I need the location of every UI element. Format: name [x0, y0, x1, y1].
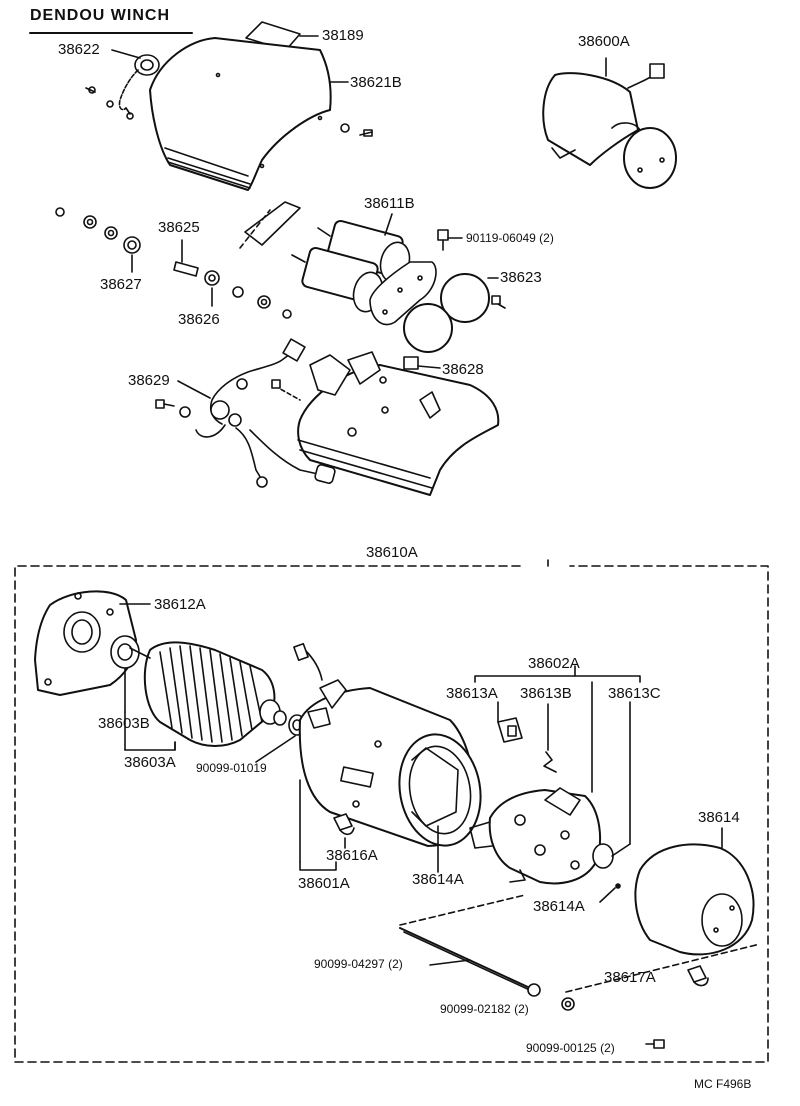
part-38603A-armature: [124, 641, 287, 751]
leader-38614A-2: [599, 887, 616, 903]
label-38613C: 38613C: [608, 685, 661, 702]
part-38600A-motor: [542, 57, 677, 189]
part-38614A-pin: [615, 883, 621, 889]
label-38614A: 38614A: [412, 871, 464, 888]
label-38612A: 38612A: [154, 596, 206, 613]
label-38600A: 38600A: [578, 33, 630, 50]
label-38616A: 38616A: [326, 847, 378, 864]
label-38629: 38629: [128, 372, 170, 389]
label-38603A: 38603A: [124, 754, 176, 771]
part-38614-end-cover: [634, 827, 755, 956]
label-38613B: 38613B: [520, 685, 572, 702]
part-38613A-brush: [497, 701, 523, 743]
part-38601A-yoke: [293, 642, 482, 871]
label-38623: 38623: [500, 269, 542, 286]
part-38602A-brush-holder: [469, 665, 641, 885]
label-38602A: 38602A: [528, 655, 580, 672]
part-38628-base: [271, 351, 500, 496]
label-90099-01019: 90099-01019: [196, 761, 267, 775]
part-90099-02182-nut: [561, 997, 575, 1011]
part-38616A-clip: [333, 813, 355, 849]
label-38627: 38627: [100, 276, 142, 293]
diagram-title: DENDOU WINCH: [30, 7, 170, 24]
label-90099-00125: 90099-00125 (2): [526, 1041, 615, 1055]
part-38623-covers: [403, 273, 506, 353]
part-38629-harness: [155, 338, 336, 488]
label-90099-04297: 90099-04297 (2): [314, 957, 403, 971]
footer-code: MC F496B: [694, 1077, 752, 1091]
part-38622-cap: [85, 49, 160, 120]
part-38621B-cover: [149, 37, 373, 191]
leader-dashed-right: [565, 943, 761, 993]
label-38617A: 38617A: [604, 969, 656, 986]
part-90099-04297-bolt: [399, 894, 541, 997]
label-38610A: 38610A: [366, 544, 418, 561]
label-38625: 38625: [158, 219, 200, 236]
part-38617A-clip: [687, 965, 709, 987]
label-38611B: 38611B: [364, 195, 415, 212]
part-38611B-relays: [239, 201, 437, 326]
label-38613A: 38613A: [446, 685, 498, 702]
part-38613B-spring: [543, 703, 557, 773]
parts-washers-row: [55, 207, 141, 273]
label-38622: 38622: [58, 41, 100, 58]
part-38625-stud: [173, 239, 292, 319]
part-90119-bolt: [437, 229, 463, 251]
assembly-frame: [14, 565, 769, 1063]
label-38614A-2: 38614A: [533, 898, 585, 915]
label-38621B: 38621B: [350, 74, 402, 91]
label-38189: 38189: [322, 27, 364, 44]
label-38601A: 38601A: [298, 875, 350, 892]
label-38628: 38628: [442, 361, 484, 378]
label-38603B: 38603B: [98, 715, 150, 732]
label-90099-02182: 90099-02182 (2): [440, 1002, 529, 1016]
part-38613C-leader: [591, 681, 631, 857]
label-38626: 38626: [178, 311, 220, 328]
label-38614: 38614: [698, 809, 740, 826]
part-90099-00125-screw: [645, 1039, 665, 1049]
label-90119-06049: 90119-06049 (2): [466, 231, 554, 245]
